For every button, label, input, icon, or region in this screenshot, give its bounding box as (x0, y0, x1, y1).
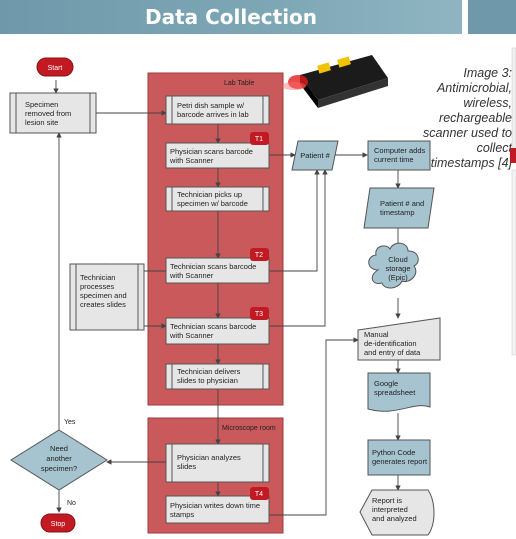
start-label: Start (48, 65, 63, 72)
svg-text:interpreted: interpreted (372, 505, 408, 514)
python-code-box: Python Code generates report (367, 439, 431, 476)
svg-text:Technician delivers: Technician delivers (177, 367, 241, 376)
right-panel (510, 47, 516, 356)
petri-dish-box: Petri dish sample w/ barcode arrives in … (165, 95, 270, 125)
connectors (53, 80, 401, 516)
t4-badge: T4 (250, 487, 269, 500)
svg-text:slides to physician: slides to physician (177, 376, 238, 385)
yes-label: Yes (64, 419, 76, 426)
svg-text:Technician scans barcode: Technician scans barcode (170, 262, 256, 271)
svg-text:and entry of data: and entry of data (364, 348, 421, 357)
svg-text:lesion site: lesion site (25, 118, 58, 127)
stop-label: Stop (51, 521, 66, 528)
manual-entry-box: Manual de-identification and entry of da… (357, 317, 441, 361)
svg-text:removed from: removed from (25, 109, 71, 118)
svg-text:generates report: generates report (372, 457, 428, 466)
svg-text:Need: Need (50, 444, 68, 453)
report-display: Report is interpreted and analyzed (359, 489, 435, 536)
svg-text:with Scanner: with Scanner (169, 331, 214, 340)
caption-line: wireless, rechargeable (439, 96, 512, 125)
svg-text:stamps: stamps (170, 510, 194, 519)
t1-badge: T1 (250, 132, 269, 145)
svg-text:T1: T1 (255, 136, 263, 143)
svg-text:Patient #: Patient # (300, 151, 330, 160)
caption-line: Antimicrobial, (436, 81, 512, 95)
svg-text:Petri dish sample w/: Petri dish sample w/ (177, 101, 245, 110)
svg-text:spreadsheet: spreadsheet (374, 388, 416, 397)
specimen-removed-box: Specimen removed from lesion site (9, 92, 97, 134)
cloud-storage: Cloud storage (Epic) (368, 242, 419, 289)
svg-text:timestamp: timestamp (380, 208, 415, 217)
section-header: Data Collection (0, 0, 462, 34)
scanner-image (282, 55, 388, 108)
physician-scans-box: Physician scans barcode with Scanner (165, 142, 270, 169)
t2-badge: T2 (250, 248, 269, 261)
svg-text:storage: storage (385, 264, 410, 273)
stop-terminal (40, 513, 76, 533)
svg-text:specimen w/ barcode: specimen w/ barcode (177, 199, 248, 208)
svg-text:Patient # and: Patient # and (380, 199, 424, 208)
scanner-caption: Image 3: Antimicrobial, wireless, rechar… (400, 66, 512, 171)
svg-text:creates slides: creates slides (80, 300, 126, 309)
svg-text:(Epic): (Epic) (388, 273, 408, 282)
svg-text:specimen and: specimen and (80, 291, 127, 300)
svg-text:current time: current time (374, 155, 414, 164)
svg-text:de-identification: de-identification (364, 339, 417, 348)
svg-text:Physician writes down time: Physician writes down time (170, 501, 260, 510)
computer-adds-box: Computer adds current time (367, 140, 431, 171)
svg-text:with Scanner: with Scanner (169, 271, 214, 280)
svg-text:Technician picks up: Technician picks up (177, 190, 242, 199)
svg-text:Manual: Manual (364, 330, 389, 339)
t3-badge: T3 (250, 307, 269, 320)
need-another-decision: Need another specimen? (10, 429, 108, 491)
svg-text:T4: T4 (255, 491, 263, 498)
svg-text:specimen?: specimen? (41, 464, 77, 473)
svg-text:Physician analyzes: Physician analyzes (177, 453, 241, 462)
svg-text:another: another (46, 454, 72, 463)
caption-line: Image 3: (463, 66, 512, 80)
caption-line: scanner used to collect (423, 126, 512, 155)
technician-scans-box-2: Technician scans barcode with Scanner (165, 317, 270, 345)
svg-text:Technician: Technician (80, 273, 115, 282)
svg-text:and analyzed: and analyzed (372, 514, 417, 523)
lab-table-region (147, 72, 284, 406)
svg-text:slides: slides (177, 462, 196, 471)
start-terminal (36, 57, 74, 77)
technician-scans-box-1: Technician scans barcode with Scanner (165, 257, 270, 284)
technician-processes-box: Technician processes specimen and create… (69, 263, 145, 331)
section-title: Data Collection (144, 5, 318, 29)
svg-text:T2: T2 (255, 252, 263, 259)
physician-writes-box: Physician writes down time stamps (165, 495, 270, 524)
lab-table-label: Lab Table (224, 80, 254, 87)
svg-text:Python Code: Python Code (372, 448, 415, 457)
svg-text:processes: processes (80, 282, 114, 291)
svg-text:Specimen: Specimen (25, 100, 58, 109)
technician-picks-box: Technician picks up specimen w/ barcode (165, 186, 270, 212)
svg-text:Cloud: Cloud (388, 255, 408, 264)
physician-analyzes-box: Physician analyzes slides (165, 443, 270, 483)
technician-delivers-box: Technician delivers slides to physician (165, 363, 270, 390)
svg-text:Computer adds: Computer adds (374, 146, 426, 155)
patient-number-io: Patient # (291, 140, 339, 171)
svg-text:Google: Google (374, 379, 398, 388)
patient-timestamp-io: Patient # and timestamp (363, 187, 435, 229)
svg-text:Technician scans barcode: Technician scans barcode (170, 322, 256, 331)
svg-text:barcode arrives in lab: barcode arrives in lab (177, 110, 249, 119)
svg-text:with Scanner: with Scanner (169, 156, 214, 165)
microscope-room-label: Microscope room (222, 425, 276, 432)
svg-text:Report is: Report is (372, 496, 402, 505)
google-spreadsheet-doc: Google spreadsheet (367, 372, 431, 412)
header-extension (468, 0, 516, 34)
svg-text:Physician scans barcode: Physician scans barcode (170, 147, 253, 156)
no-label: No (67, 500, 76, 507)
svg-text:T3: T3 (255, 311, 263, 318)
caption-line: timestamps [4] (430, 156, 512, 170)
